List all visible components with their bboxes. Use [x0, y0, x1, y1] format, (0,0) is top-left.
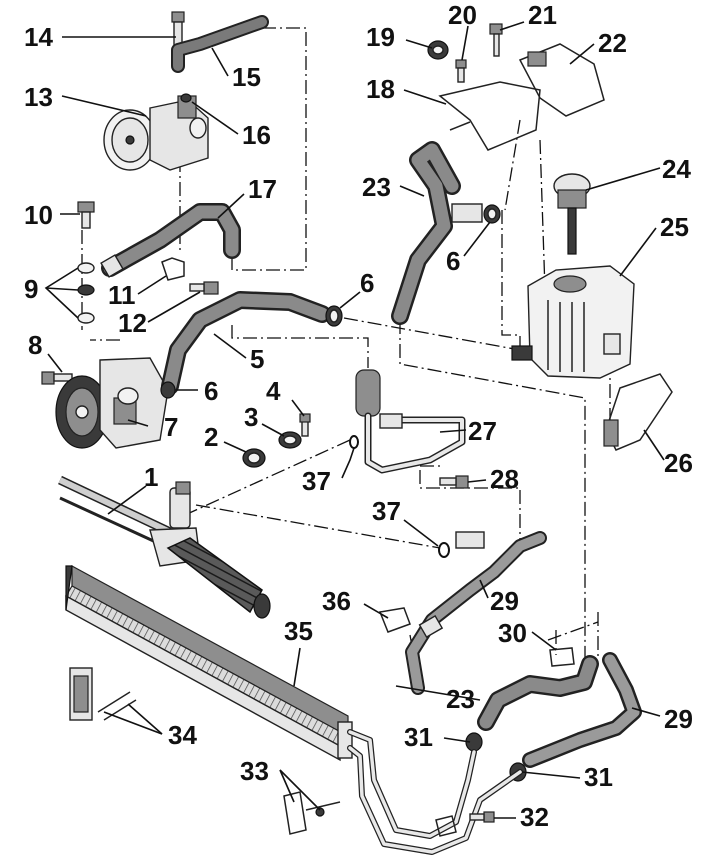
callout-25: 25 — [660, 212, 689, 242]
hose-17 — [100, 203, 241, 278]
reservoir-25 — [511, 265, 635, 379]
callout-31-left: 31 — [404, 722, 433, 752]
callout-14: 14 — [24, 22, 53, 52]
bolt-32 — [469, 811, 495, 823]
callout-26: 26 — [664, 448, 693, 478]
callout-labels: 14 15 13 16 17 10 9 11 12 8 5 6 6 6 7 4 … — [24, 0, 693, 832]
bracket-34 — [69, 667, 137, 721]
bracket-36 — [378, 607, 411, 633]
callout-6-center: 6 — [360, 268, 374, 298]
callout-33: 33 — [240, 756, 269, 786]
washers-9 — [77, 262, 95, 324]
callout-3: 3 — [244, 402, 258, 432]
callout-6-right: 6 — [446, 246, 460, 276]
callout-17: 17 — [248, 174, 277, 204]
callout-6-left: 6 — [204, 376, 218, 406]
bolt-14 — [171, 11, 185, 47]
callout-11: 11 — [108, 280, 136, 310]
clamp-11 — [161, 257, 185, 281]
reservoir-cap-24 — [553, 173, 591, 255]
callout-34: 34 — [168, 720, 197, 750]
callout-18: 18 — [366, 74, 395, 104]
callout-20: 20 — [448, 0, 477, 30]
callout-7: 7 — [164, 412, 178, 442]
callout-24: 24 — [662, 154, 691, 184]
callout-16: 16 — [242, 120, 271, 150]
line-27 — [355, 369, 466, 474]
cooler-lines — [347, 729, 523, 855]
hose-5 — [161, 291, 331, 395]
callout-22: 22 — [598, 28, 627, 58]
callout-15: 15 — [232, 62, 261, 92]
callout-12: 12 — [118, 308, 147, 338]
hose-23-upper — [391, 141, 483, 325]
bolt-10 — [77, 201, 95, 229]
oring-37a — [349, 435, 359, 449]
callout-31-right: 31 — [584, 762, 613, 792]
cooler-35 — [65, 564, 353, 762]
clamp-2 — [242, 448, 266, 468]
callout-28: 28 — [490, 464, 519, 494]
callout-35: 35 — [284, 616, 313, 646]
pump-top — [103, 95, 209, 171]
callout-32: 32 — [520, 802, 549, 832]
callout-10: 10 — [24, 200, 53, 230]
bracket-26 — [603, 373, 673, 451]
bolt-21 — [489, 23, 503, 57]
callout-36: 36 — [322, 586, 351, 616]
callout-4: 4 — [266, 376, 281, 406]
hose-23-lower — [477, 655, 599, 731]
bolt-20 — [455, 59, 467, 83]
callout-30: 30 — [498, 618, 527, 648]
callout-5: 5 — [250, 344, 264, 374]
callout-23-lower: 23 — [446, 684, 475, 714]
hose-29-middle — [405, 531, 547, 695]
steering-rack — [58, 475, 271, 619]
callout-27: 27 — [468, 416, 497, 446]
bolt-28 — [439, 475, 469, 489]
bolt-8 — [41, 371, 73, 385]
hardware-33 — [283, 791, 341, 835]
callout-37-upper: 37 — [302, 466, 331, 496]
hose-29-right — [522, 652, 642, 768]
callout-1: 1 — [144, 462, 158, 492]
callout-29-right: 29 — [664, 704, 693, 734]
callout-2: 2 — [204, 422, 218, 452]
grommet-19 — [427, 40, 449, 60]
callout-37-lower: 37 — [372, 496, 401, 526]
bolt-12 — [189, 281, 219, 295]
bolt-4 — [299, 413, 311, 437]
callout-8: 8 — [28, 330, 42, 360]
clamp-3 — [278, 431, 302, 449]
clamp-6-right — [483, 204, 501, 224]
clamp-6-upper — [325, 305, 343, 327]
callout-23-upper: 23 — [362, 172, 391, 202]
clamp-30 — [549, 647, 575, 667]
callout-21: 21 — [528, 0, 557, 30]
pump-lower — [55, 357, 169, 449]
callout-29-middle: 29 — [490, 586, 519, 616]
clamp-6-lower — [160, 381, 176, 399]
callout-9: 9 — [24, 274, 38, 304]
oring-37b — [438, 542, 450, 558]
bracket-18 — [438, 81, 541, 151]
washer-16 — [180, 93, 192, 103]
bracket-22 — [518, 43, 605, 117]
callout-19: 19 — [366, 22, 395, 52]
callout-13: 13 — [24, 82, 53, 112]
leader-lines — [44, 21, 665, 819]
